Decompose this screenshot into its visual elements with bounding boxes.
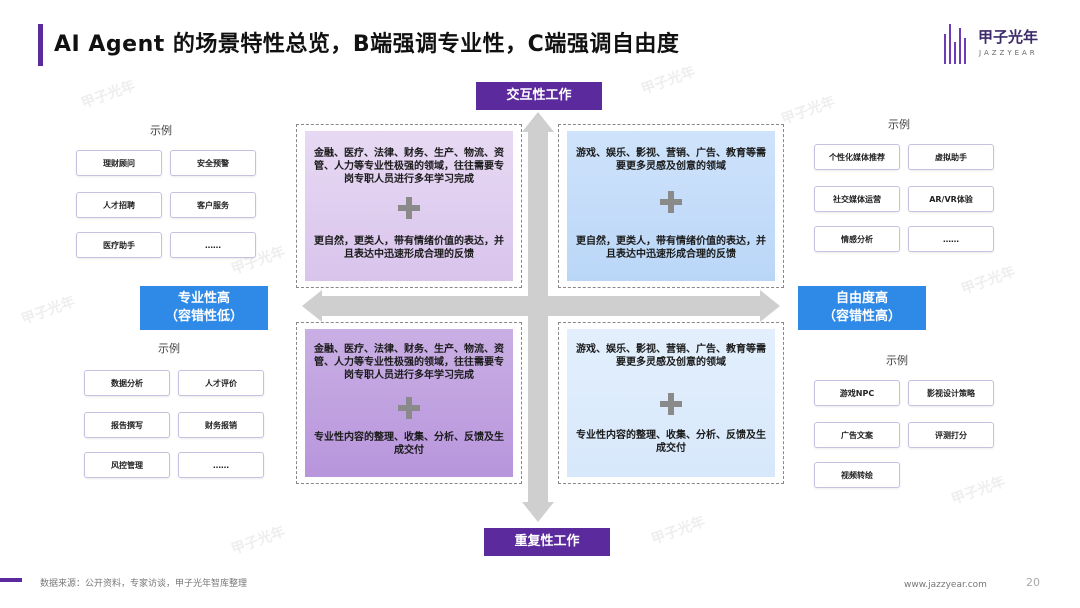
- watermark: 甲子光年: [19, 293, 78, 329]
- watermark: 甲子光年: [959, 263, 1018, 299]
- title-accent-bar: [38, 24, 43, 66]
- logo-mark-icon: [944, 24, 970, 64]
- page-number: 20: [1026, 576, 1040, 589]
- quadrant-feature-text: 更自然，更类人，带有情绪价值的表达，并且表达中迅速形成合理的反馈: [576, 236, 766, 260]
- axis-label-professional: 专业性高 （容错性低）: [140, 286, 268, 330]
- quadrant-top-right: 游戏、娱乐、影视、营销、广告、教育等需要更多灵感及创意的领域 更自然，更类人，带…: [558, 124, 784, 288]
- logo-name: 甲子光年: [978, 28, 1039, 46]
- watermark: 甲子光年: [229, 523, 288, 559]
- quadrant-bottom-right: 游戏、娱乐、影视、营销、广告、教育等需要更多灵感及创意的领域 专业性内容的整理、…: [558, 322, 784, 484]
- example-chip: 广告文案: [814, 422, 900, 448]
- example-chip: 财务报销: [178, 412, 264, 438]
- example-chip: 数据分析: [84, 370, 170, 396]
- plus-icon: [398, 397, 420, 419]
- horizontal-axis: [318, 296, 766, 316]
- quadrant-domain-text: 金融、医疗、法律、财务、生产、物流、资管、人力等专业性极强的领域，往往需要专岗专…: [314, 148, 504, 185]
- footer-source: 数据来源：公开资料，专家访谈，甲子光年智库整理: [40, 579, 248, 589]
- quadrant-feature-text: 专业性内容的整理、收集、分析、反馈及生成交付: [576, 430, 766, 454]
- quadrant-bottom-left: 金融、医疗、法律、财务、生产、物流、资管、人力等专业性极强的领域，往往需要专岗专…: [296, 322, 522, 484]
- example-title: 示例: [150, 124, 172, 137]
- watermark: 甲子光年: [79, 77, 138, 113]
- arrow-up-icon: [522, 112, 554, 132]
- example-chip: 风控管理: [84, 452, 170, 478]
- axis-label-freedom: 自由度高 （容错性高）: [798, 286, 926, 330]
- example-chip: ……: [178, 452, 264, 478]
- example-chip: 游戏NPC: [814, 380, 900, 406]
- example-chip: ……: [908, 226, 994, 252]
- example-chip: 影视设计策略: [908, 380, 994, 406]
- arrow-down-icon: [522, 502, 554, 522]
- quadrant-feature-text: 更自然，更类人，带有情绪价值的表达，并且表达中迅速形成合理的反馈: [314, 236, 504, 260]
- example-chip: ……: [170, 232, 256, 258]
- plus-icon: [660, 191, 682, 213]
- example-chip: 情感分析: [814, 226, 900, 252]
- axis-label-interactive: 交互性工作: [476, 82, 602, 110]
- plus-icon: [660, 393, 682, 415]
- example-title: 示例: [158, 342, 180, 355]
- plus-icon: [398, 197, 420, 219]
- example-chip: 报告撰写: [84, 412, 170, 438]
- example-chip: 客户服务: [170, 192, 256, 218]
- quadrant-top-left: 金融、医疗、法律、财务、生产、物流、资管、人力等专业性极强的领域，往往需要专岗专…: [296, 124, 522, 288]
- example-chip: 理财顾问: [76, 150, 162, 176]
- axis-label-freedom-main: 自由度高: [835, 291, 888, 306]
- example-chip: 个性化媒体推荐: [814, 144, 900, 170]
- brand-logo: 甲子光年 JAZZYEAR: [944, 22, 1054, 68]
- footer-url: www.jazzyear.com: [904, 580, 987, 590]
- arrow-left-icon: [302, 290, 322, 322]
- quadrant-domain-text: 金融、医疗、法律、财务、生产、物流、资管、人力等专业性极强的领域，往往需要专岗专…: [314, 344, 504, 381]
- vertical-axis: [528, 128, 548, 510]
- example-chip: 视频转绘: [814, 462, 900, 488]
- footer-accent-bar: [0, 578, 22, 582]
- example-chip: 人才招聘: [76, 192, 162, 218]
- example-chip: 人才评价: [178, 370, 264, 396]
- page-title: AI Agent 的场景特性总览，B端强调专业性，C端强调自由度: [54, 32, 680, 57]
- example-chip: 医疗助手: [76, 232, 162, 258]
- logo-subtitle: JAZZYEAR: [979, 49, 1038, 57]
- watermark: 甲子光年: [779, 93, 838, 129]
- quadrant-feature-text: 专业性内容的整理、收集、分析、反馈及生成交付: [314, 432, 504, 456]
- watermark: 甲子光年: [949, 473, 1008, 509]
- watermark: 甲子光年: [649, 513, 708, 549]
- example-chip: 社交媒体运营: [814, 186, 900, 212]
- axis-label-professional-sub: （容错性低）: [164, 309, 243, 324]
- axis-label-professional-main: 专业性高: [177, 291, 230, 306]
- example-chip: 虚拟助手: [908, 144, 994, 170]
- watermark: 甲子光年: [639, 63, 698, 99]
- arrow-right-icon: [760, 290, 780, 322]
- example-chip: 安全预警: [170, 150, 256, 176]
- axis-label-repetitive: 重复性工作: [484, 528, 610, 556]
- quadrant-domain-text: 游戏、娱乐、影视、营销、广告、教育等需要更多灵感及创意的领域: [576, 148, 766, 172]
- example-chip: AR/VR体验: [908, 186, 994, 212]
- example-chip: 评测打分: [908, 422, 994, 448]
- quadrant-domain-text: 游戏、娱乐、影视、营销、广告、教育等需要更多灵感及创意的领域: [576, 344, 766, 368]
- example-title: 示例: [886, 354, 908, 367]
- axis-label-freedom-sub: （容错性高）: [822, 309, 901, 324]
- example-title: 示例: [888, 118, 910, 131]
